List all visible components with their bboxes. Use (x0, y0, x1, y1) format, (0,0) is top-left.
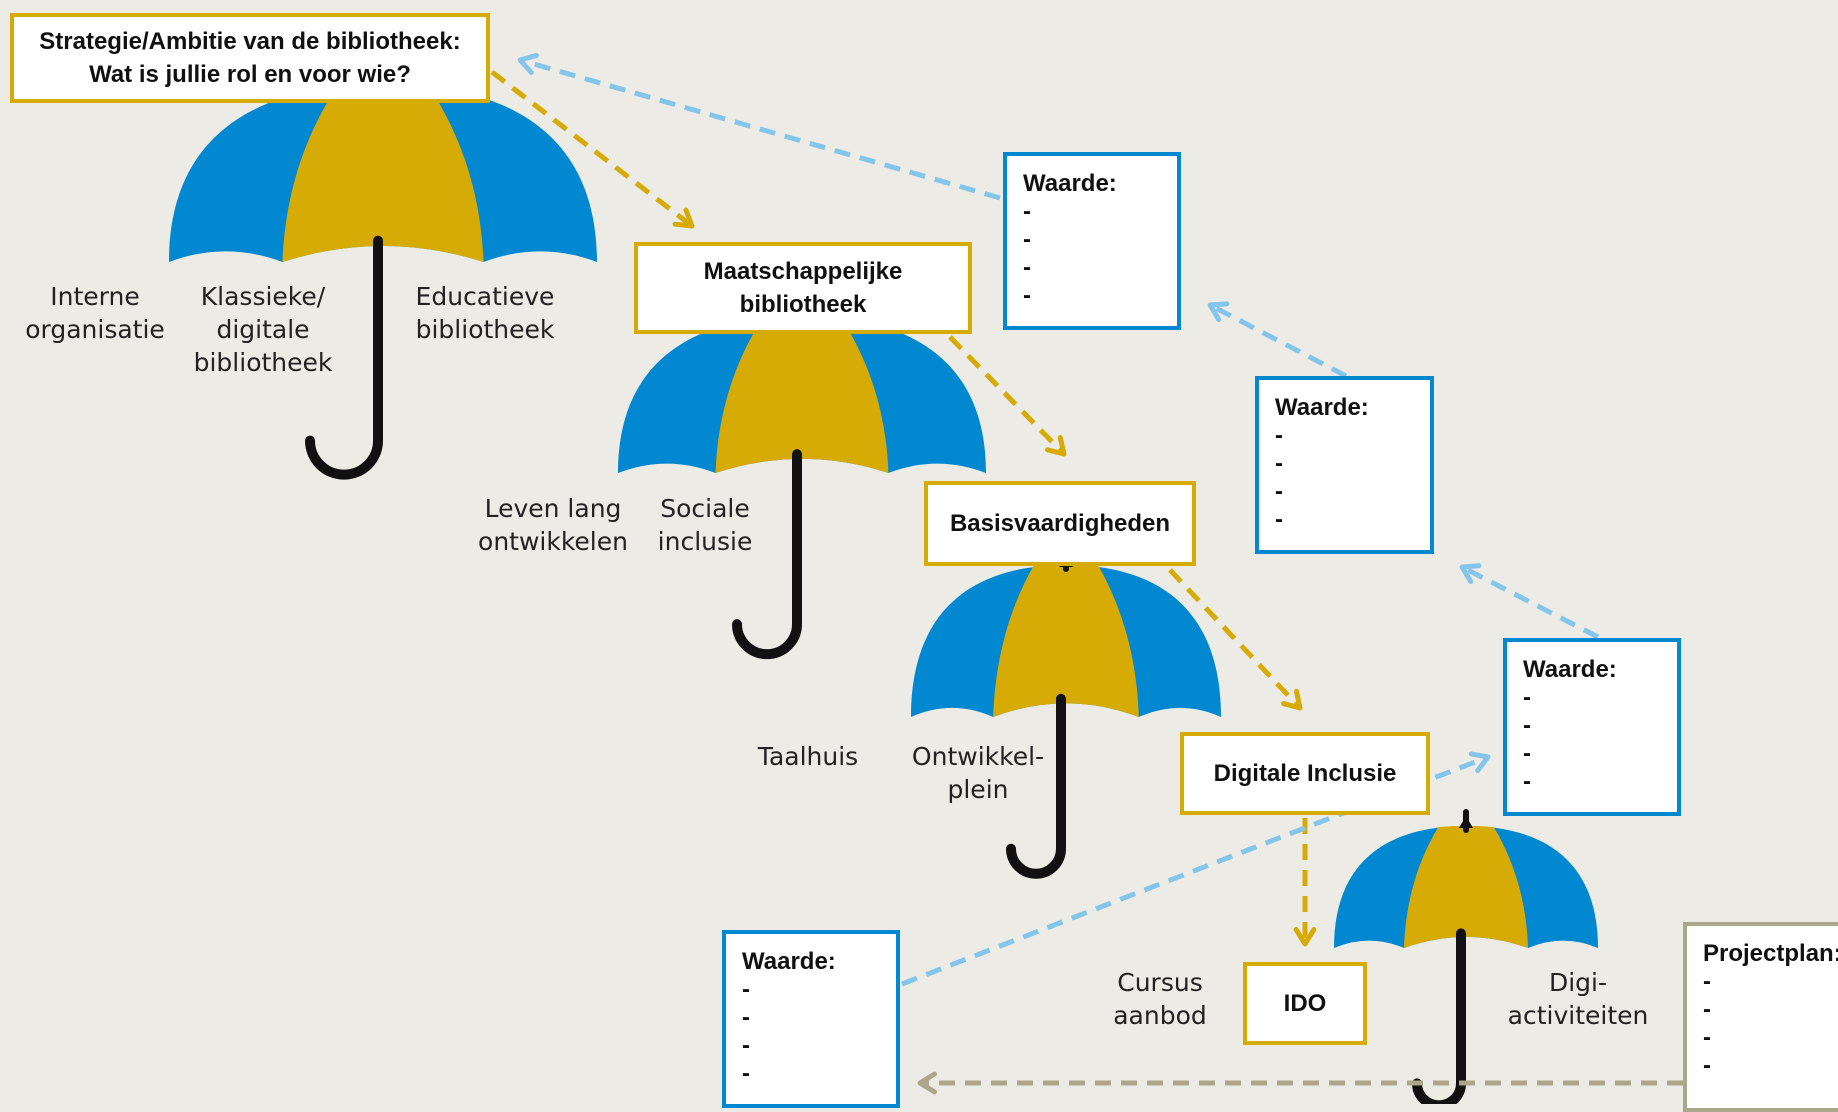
umbrella-handle (305, 235, 383, 480)
value-box-line: - (1275, 422, 1283, 449)
umbrella-canopy-gold (282, 84, 484, 262)
label-cursus-aanbod: Cursus aanbod (1113, 968, 1207, 1030)
arrowhead (1468, 751, 1491, 774)
value-box-title: Waarde: (1275, 394, 1369, 421)
arrow-line (1460, 564, 1600, 640)
value-box-line: - (1275, 450, 1283, 477)
value-box-4: Waarde: - - - - (722, 930, 900, 1108)
umbrella-canopy-gold (993, 565, 1139, 717)
value-box-2: Waarde: - - - - (1255, 376, 1434, 554)
value-box-1: Waarde: - - - - (1003, 152, 1181, 330)
value-box-line: - (742, 976, 750, 1003)
value-box-line: - (1023, 226, 1031, 253)
projectplan-line: - (1703, 996, 1711, 1023)
arrow-basis-to-digitale (1168, 568, 1303, 711)
label-sociale-inclusie: Sociale inclusie (657, 494, 753, 556)
basisvaardigheden-box: Basisvaardigheden (924, 481, 1196, 566)
umbrella-handle (1006, 693, 1066, 879)
arrow-value3-to-value2 (1459, 563, 1600, 640)
umbrella-canopy-gold (1403, 826, 1529, 948)
arrow-value2-to-value1 (1207, 301, 1348, 379)
arrowhead (1281, 688, 1303, 711)
ido-text: IDO (1283, 990, 1327, 1017)
label-leven-lang-ontwikkelen: Leven lang ontwikkelen (478, 494, 628, 556)
projectplan-box: Projectplan: - - - - (1683, 922, 1838, 1112)
value-box-line: - (742, 1032, 750, 1059)
value-box-3: Waarde: - - - - (1503, 638, 1681, 816)
arrow-value1-to-strategy (517, 52, 1001, 201)
umbrella-2 (618, 316, 986, 660)
umbrella-canopy-gold (715, 316, 889, 473)
arrowhead (672, 207, 695, 229)
value-box-line: - (1023, 282, 1031, 309)
value-box-line: - (1523, 684, 1531, 711)
arrow-projectplan-to-value4 (917, 1071, 1683, 1095)
label-interne-organisatie: Interne organisatie (25, 282, 165, 344)
arrow-line (490, 70, 694, 228)
umbrella-handle (1412, 928, 1466, 1104)
value-box-line: - (1523, 740, 1531, 767)
arrowhead (1045, 434, 1067, 457)
projectplan-line: - (1703, 1052, 1711, 1079)
arrow-maatschappelijke-to-basis (948, 335, 1067, 457)
label-ontwikkelplein: Ontwikkel- plein (911, 742, 1045, 804)
label-taalhuis: Taalhuis (757, 742, 859, 771)
value-box-line: - (742, 1060, 750, 1087)
value-box-line: - (1023, 254, 1031, 281)
strategy-box: Strategie/Ambitie van de bibliotheek: Wa… (10, 13, 490, 103)
arrow-strategy-to-maatschappelijke (490, 70, 695, 229)
projectplan-line: - (1703, 968, 1711, 995)
value-box-line: - (1523, 768, 1531, 795)
arrow-digitale-to-ido (1293, 818, 1317, 947)
projectplan-title: Projectplan: (1703, 940, 1838, 967)
value-box-line: - (1523, 712, 1531, 739)
value-box-line: - (742, 1004, 750, 1031)
maatschappelijke-text: Maatschappelijke bibliotheek (703, 258, 903, 318)
arrow-line (1208, 302, 1348, 379)
value-box-line: - (1275, 506, 1283, 533)
umbrella-tip-cap (1459, 816, 1473, 828)
projectplan-line: - (1703, 1024, 1711, 1051)
umbrella-4 (1334, 809, 1598, 1104)
arrowhead (1293, 927, 1317, 947)
arrowhead (1459, 563, 1482, 585)
arrowhead (1207, 301, 1230, 323)
value-box-line: - (1275, 478, 1283, 505)
arrow-line (519, 57, 1001, 201)
label-klassieke-digitale-bibliotheek: Klassieke/ digitale bibliotheek (193, 282, 333, 377)
digitale-inclusie-text: Digitale Inclusie (1213, 760, 1397, 787)
digitale-inclusie-box: Digitale Inclusie (1180, 732, 1430, 815)
umbrella-handle (732, 449, 802, 660)
value-box-line: - (1023, 198, 1031, 225)
arrowhead (517, 52, 539, 76)
ido-box: IDO (1243, 962, 1367, 1045)
maatschappelijke-box: Maatschappelijke bibliotheek (634, 242, 972, 334)
basisvaardigheden-text: Basisvaardigheden (949, 510, 1171, 537)
label-educatieve-bibliotheek: Educatieve bibliotheek (415, 282, 555, 344)
arrow-line (948, 335, 1066, 456)
strategy-text: Strategie/Ambitie van de bibliotheek: Wa… (39, 28, 461, 88)
value-box-title: Waarde: (1523, 656, 1617, 683)
value-box-title: Waarde: (742, 948, 836, 975)
value-box-title: Waarde: (1023, 170, 1117, 197)
arrow-line (1168, 568, 1302, 710)
umbrella-1 (169, 84, 597, 480)
arrowhead (917, 1071, 937, 1095)
label-digi-activiteiten: Digi- activiteiten (1507, 968, 1649, 1030)
